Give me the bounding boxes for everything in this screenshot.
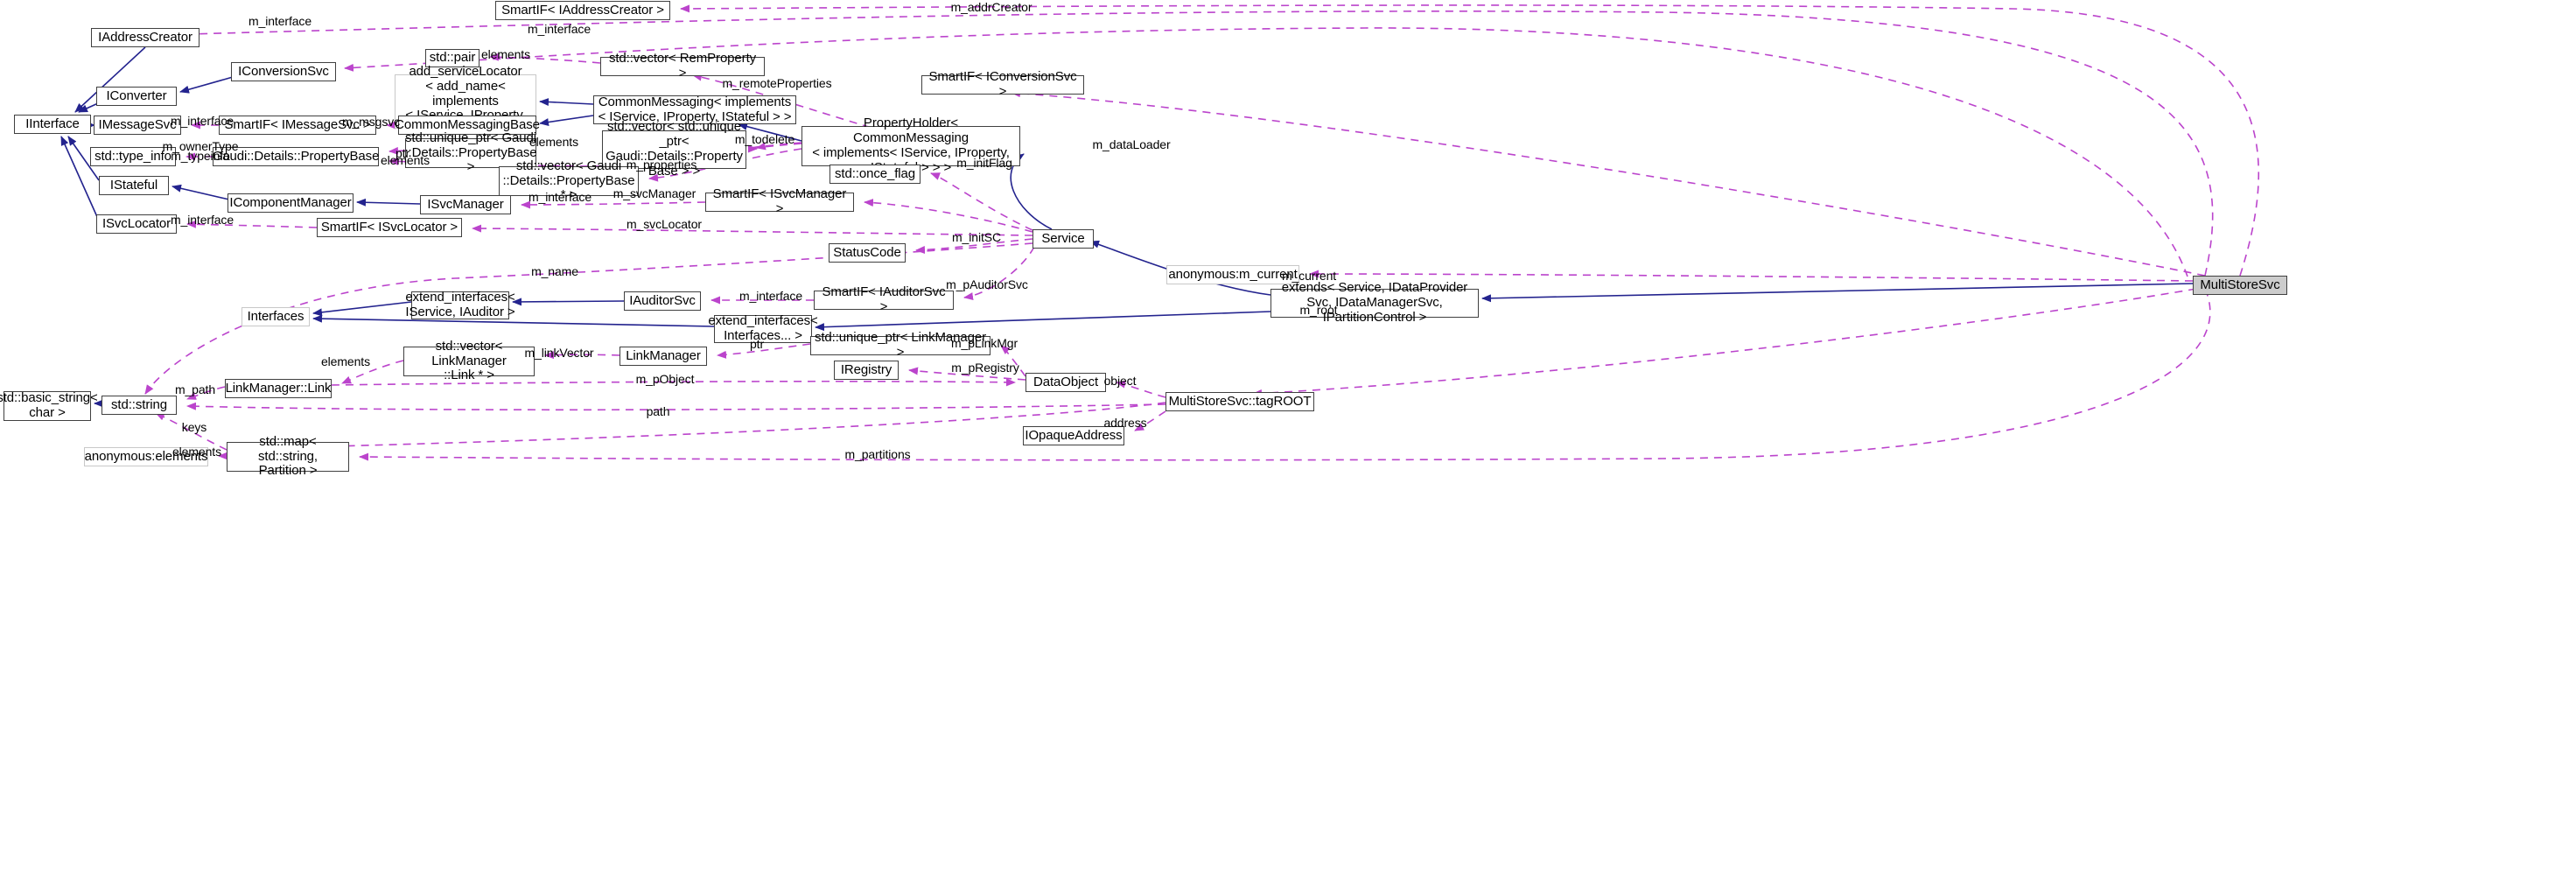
class-node-icomponentmanager[interactable]: IComponentManager bbox=[228, 193, 354, 213]
class-node-service[interactable]: Service bbox=[1032, 229, 1094, 249]
edge-label: m_interface bbox=[528, 190, 592, 204]
class-node-iregistry[interactable]: IRegistry bbox=[834, 361, 899, 380]
class-node-propertyholder[interactable]: PropertyHolder< CommonMessaging < implem… bbox=[802, 116, 1020, 175]
edge-label: m_todelete bbox=[734, 132, 795, 146]
class-node-vector_remproperty[interactable]: std::vector< RemProperty > bbox=[600, 51, 765, 81]
class-node-anon_m_current[interactable]: anonymous:m_current bbox=[1166, 265, 1299, 284]
class-node-isvcmanager[interactable]: ISvcManager bbox=[420, 195, 511, 214]
class-node-iopaqueaddress[interactable]: IOpaqueAddress bbox=[1023, 426, 1124, 445]
edge-label: elements bbox=[320, 354, 370, 368]
edge-label: keys bbox=[181, 420, 207, 434]
class-node-stdstring[interactable]: std::string bbox=[102, 396, 177, 415]
edge-label: elements bbox=[172, 445, 221, 459]
edge-label: m_pAuditorSvc bbox=[946, 277, 1028, 291]
class-node-vector_propertybase_ptr[interactable]: std::vector< Gaudi ::Details::PropertyBa… bbox=[499, 158, 639, 202]
edge-label: m_typeinfo bbox=[171, 149, 230, 163]
edge-label: m_properties bbox=[626, 158, 697, 172]
edge-label: m_interface bbox=[170, 114, 234, 128]
edge-label: elements bbox=[380, 153, 430, 167]
class-node-uniqueptr_propertybase[interactable]: std::unique_ptr< Gaudi ::Details::Proper… bbox=[404, 130, 537, 175]
edge-label: m_remoteProperties bbox=[722, 76, 832, 90]
class-node-smartif_isvcmanager[interactable]: SmartIF< ISvcManager > bbox=[705, 186, 854, 216]
class-node-once_flag[interactable]: std::once_flag bbox=[830, 165, 920, 184]
edge-label: m_svcManager bbox=[612, 186, 696, 200]
edge-label: m_root bbox=[1299, 303, 1338, 317]
edge-label: m_linkVector bbox=[524, 346, 594, 360]
class-node-smartif_imessagesvc[interactable]: SmartIF< IMessageSvc > bbox=[219, 116, 376, 135]
class-node-uniqueptr_linkmanager[interactable]: std::unique_ptr< LinkManager > bbox=[810, 330, 990, 360]
class-node-dataobject[interactable]: DataObject bbox=[1026, 373, 1106, 392]
class-node-smartif_iconversionsvc[interactable]: SmartIF< IConversionSvc > bbox=[921, 69, 1084, 99]
edge-label: m_pRegistry bbox=[951, 361, 1019, 375]
edge-label: object bbox=[1103, 374, 1137, 388]
edge-label: m_interface bbox=[170, 213, 234, 227]
edge-label: m_ownerType bbox=[162, 139, 239, 153]
class-node-iaddresscreator[interactable]: IAddressCreator bbox=[91, 28, 200, 47]
edge-label: m_partitions bbox=[844, 447, 911, 461]
class-node-multistoresvc[interactable]: MultiStoreSvc bbox=[2193, 276, 2287, 295]
class-node-basic_string[interactable]: std::basic_string< char > bbox=[0, 390, 98, 421]
edge-label: m_msgsvc bbox=[341, 115, 401, 129]
class-node-smartif_iaddresscreator[interactable]: SmartIF< IAddressCreator > bbox=[495, 1, 670, 20]
edge-label: m_current bbox=[1281, 269, 1337, 283]
edge-label: m_initSC bbox=[952, 230, 1001, 244]
class-node-stdpair[interactable]: std::pair bbox=[425, 49, 480, 67]
class-node-commonmessaging_impl[interactable]: CommonMessaging< implements < IService, … bbox=[593, 95, 796, 124]
edge-label: m_svcLocator bbox=[626, 217, 702, 231]
class-node-statuscode[interactable]: StatusCode bbox=[829, 243, 906, 263]
class-node-stdtype_info[interactable]: std::type_info bbox=[90, 147, 176, 166]
class-node-linkmanager[interactable]: LinkManager bbox=[620, 347, 707, 366]
edge-label: ptr bbox=[749, 337, 765, 351]
edge-label: m_initFlag bbox=[956, 156, 1012, 170]
class-node-smartif_isvclocator[interactable]: SmartIF< ISvcLocator > bbox=[317, 218, 462, 237]
class-node-interfaces[interactable]: Interfaces bbox=[242, 307, 310, 326]
edge-label: address bbox=[1103, 416, 1147, 430]
class-node-iinterface[interactable]: IInterface bbox=[14, 115, 91, 134]
class-node-iauditorsvc[interactable]: IAuditorSvc bbox=[624, 291, 701, 311]
edge-label: ptr bbox=[395, 146, 410, 160]
class-node-multistoresvc_tagroot[interactable]: MultiStoreSvc::tagROOT bbox=[1166, 392, 1314, 411]
class-node-vector_linkmgr_link[interactable]: std::vector< LinkManager ::Link * > bbox=[403, 339, 535, 382]
class-node-istateful[interactable]: IStateful bbox=[99, 176, 169, 195]
edge-label: m_path bbox=[174, 382, 216, 396]
edge-label: m_addrCreator bbox=[950, 0, 1032, 14]
edge-label: m_interface bbox=[527, 22, 592, 36]
class-node-extend_iservice_iaudit[interactable]: extend_interfaces< IService, IAuditor > bbox=[405, 290, 515, 319]
edge-label: path bbox=[646, 404, 670, 418]
edge-label: m_pObject bbox=[635, 372, 695, 386]
class-node-extend_interfaces_var[interactable]: extend_interfaces< Interfaces... > bbox=[708, 313, 818, 343]
class-node-linkmanager_link[interactable]: LinkManager::Link bbox=[225, 379, 332, 398]
edge-label: elements bbox=[480, 47, 530, 61]
class-node-gaudi_propertybase[interactable]: Gaudi::Details::PropertyBase bbox=[213, 147, 379, 166]
class-node-iconverter[interactable]: IConverter bbox=[96, 87, 177, 106]
edge-label: elements bbox=[528, 135, 578, 149]
class-node-vector_uniqueptr_prop[interactable]: std::vector< std::unique _ptr< Gaudi::De… bbox=[602, 120, 746, 179]
edge-label: m_dataLoader bbox=[1092, 137, 1171, 151]
class-node-smartif_iauditorsvc[interactable]: SmartIF< IAuditorSvc > bbox=[814, 284, 954, 314]
class-node-map_string_partition[interactable]: std::map< std::string, Partition > bbox=[227, 434, 349, 478]
class-node-isvclocator[interactable]: ISvcLocator bbox=[96, 214, 177, 234]
edge-label: m_pLinkMgr bbox=[950, 336, 1018, 350]
class-node-iconversionsvc[interactable]: IConversionSvc bbox=[231, 62, 336, 81]
class-node-imessagesvc[interactable]: IMessageSvc bbox=[94, 116, 181, 135]
edge-label: m_interface bbox=[248, 14, 312, 28]
edge-label: m_interface bbox=[738, 289, 803, 303]
class-node-extends_service[interactable]: extends< Service, IDataProvider Svc, IDa… bbox=[1270, 280, 1479, 325]
class-node-commonmessagingbase[interactable]: CommonMessagingBase bbox=[395, 116, 540, 135]
class-node-anon_elements[interactable]: anonymous:elements bbox=[84, 447, 208, 466]
edge-label: m_name bbox=[531, 264, 578, 278]
